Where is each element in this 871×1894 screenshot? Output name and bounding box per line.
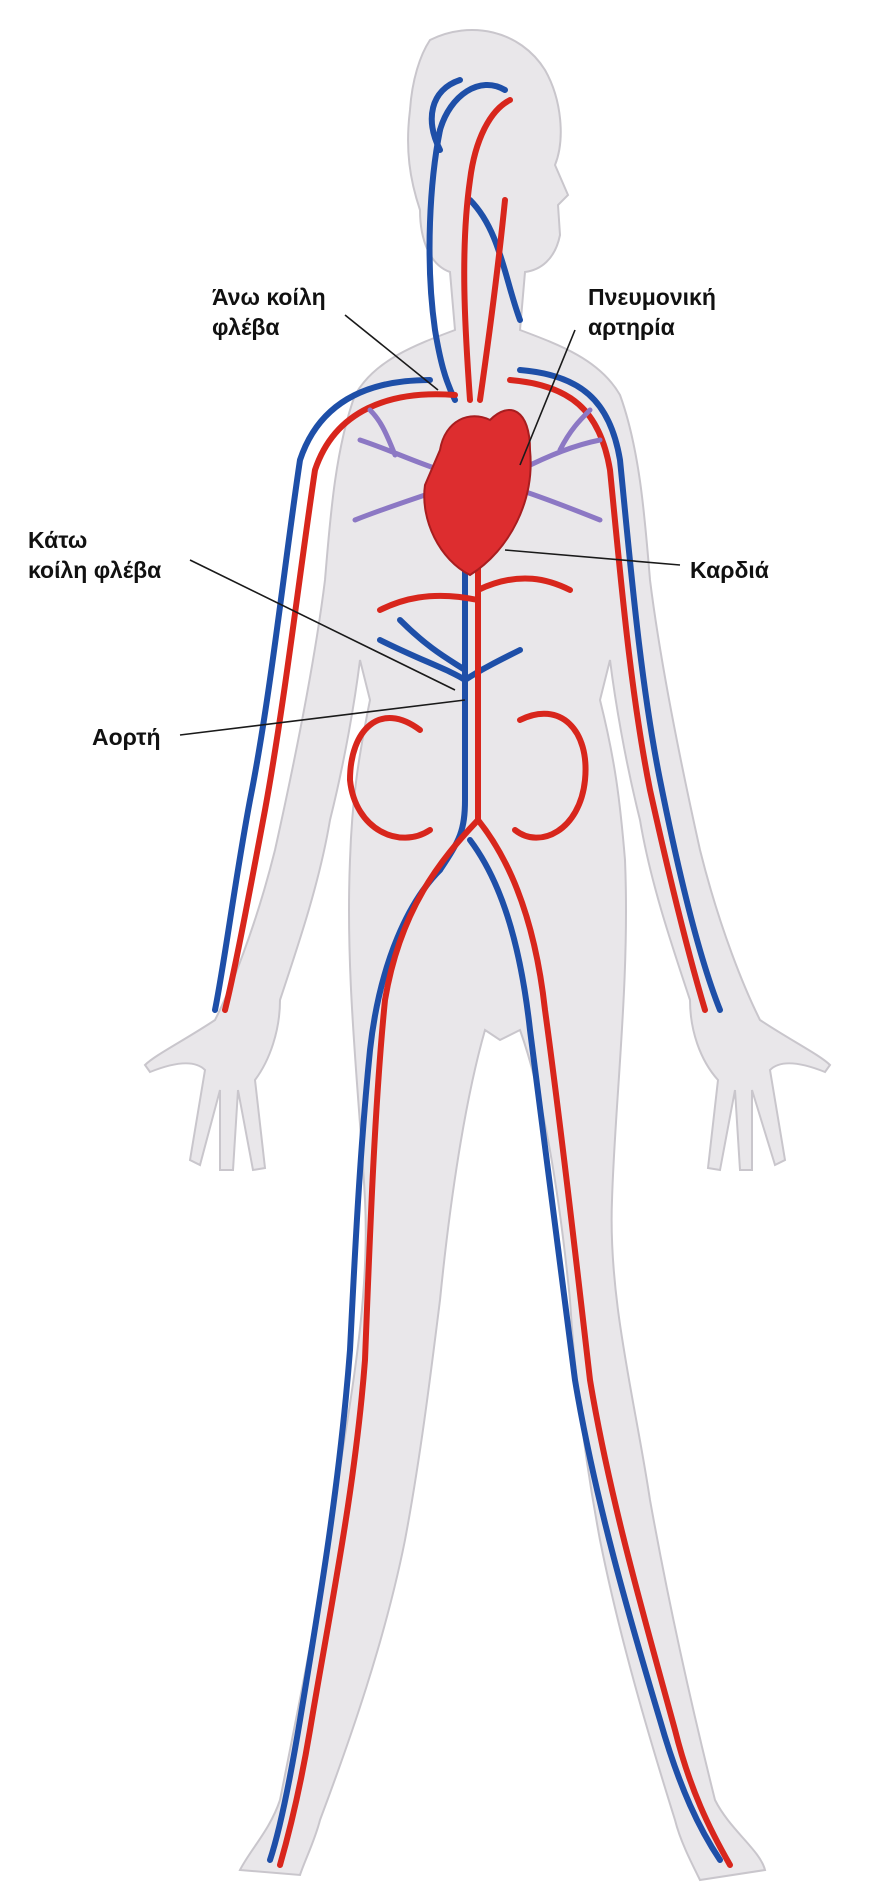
- label-inferior-vena-cava: Κάτω κοίλη φλέβα: [28, 525, 161, 585]
- label-superior-vena-cava-line1: Άνω κοίλη: [212, 282, 326, 312]
- label-inferior-vena-cava-line1: Κάτω: [28, 525, 161, 555]
- label-pulmonary-artery: Πνευμονική αρτηρία: [588, 282, 716, 342]
- label-aorta-line1: Αορτή: [92, 722, 161, 752]
- label-heart-line1: Καρδιά: [690, 555, 769, 585]
- label-heart: Καρδιά: [690, 555, 769, 585]
- label-superior-vena-cava: Άνω κοίλη φλέβα: [212, 282, 326, 342]
- label-aorta: Αορτή: [92, 722, 161, 752]
- label-inferior-vena-cava-line2: κοίλη φλέβα: [28, 555, 161, 585]
- label-pulmonary-artery-line1: Πνευμονική: [588, 282, 716, 312]
- label-superior-vena-cava-line2: φλέβα: [212, 312, 326, 342]
- label-pulmonary-artery-line2: αρτηρία: [588, 312, 716, 342]
